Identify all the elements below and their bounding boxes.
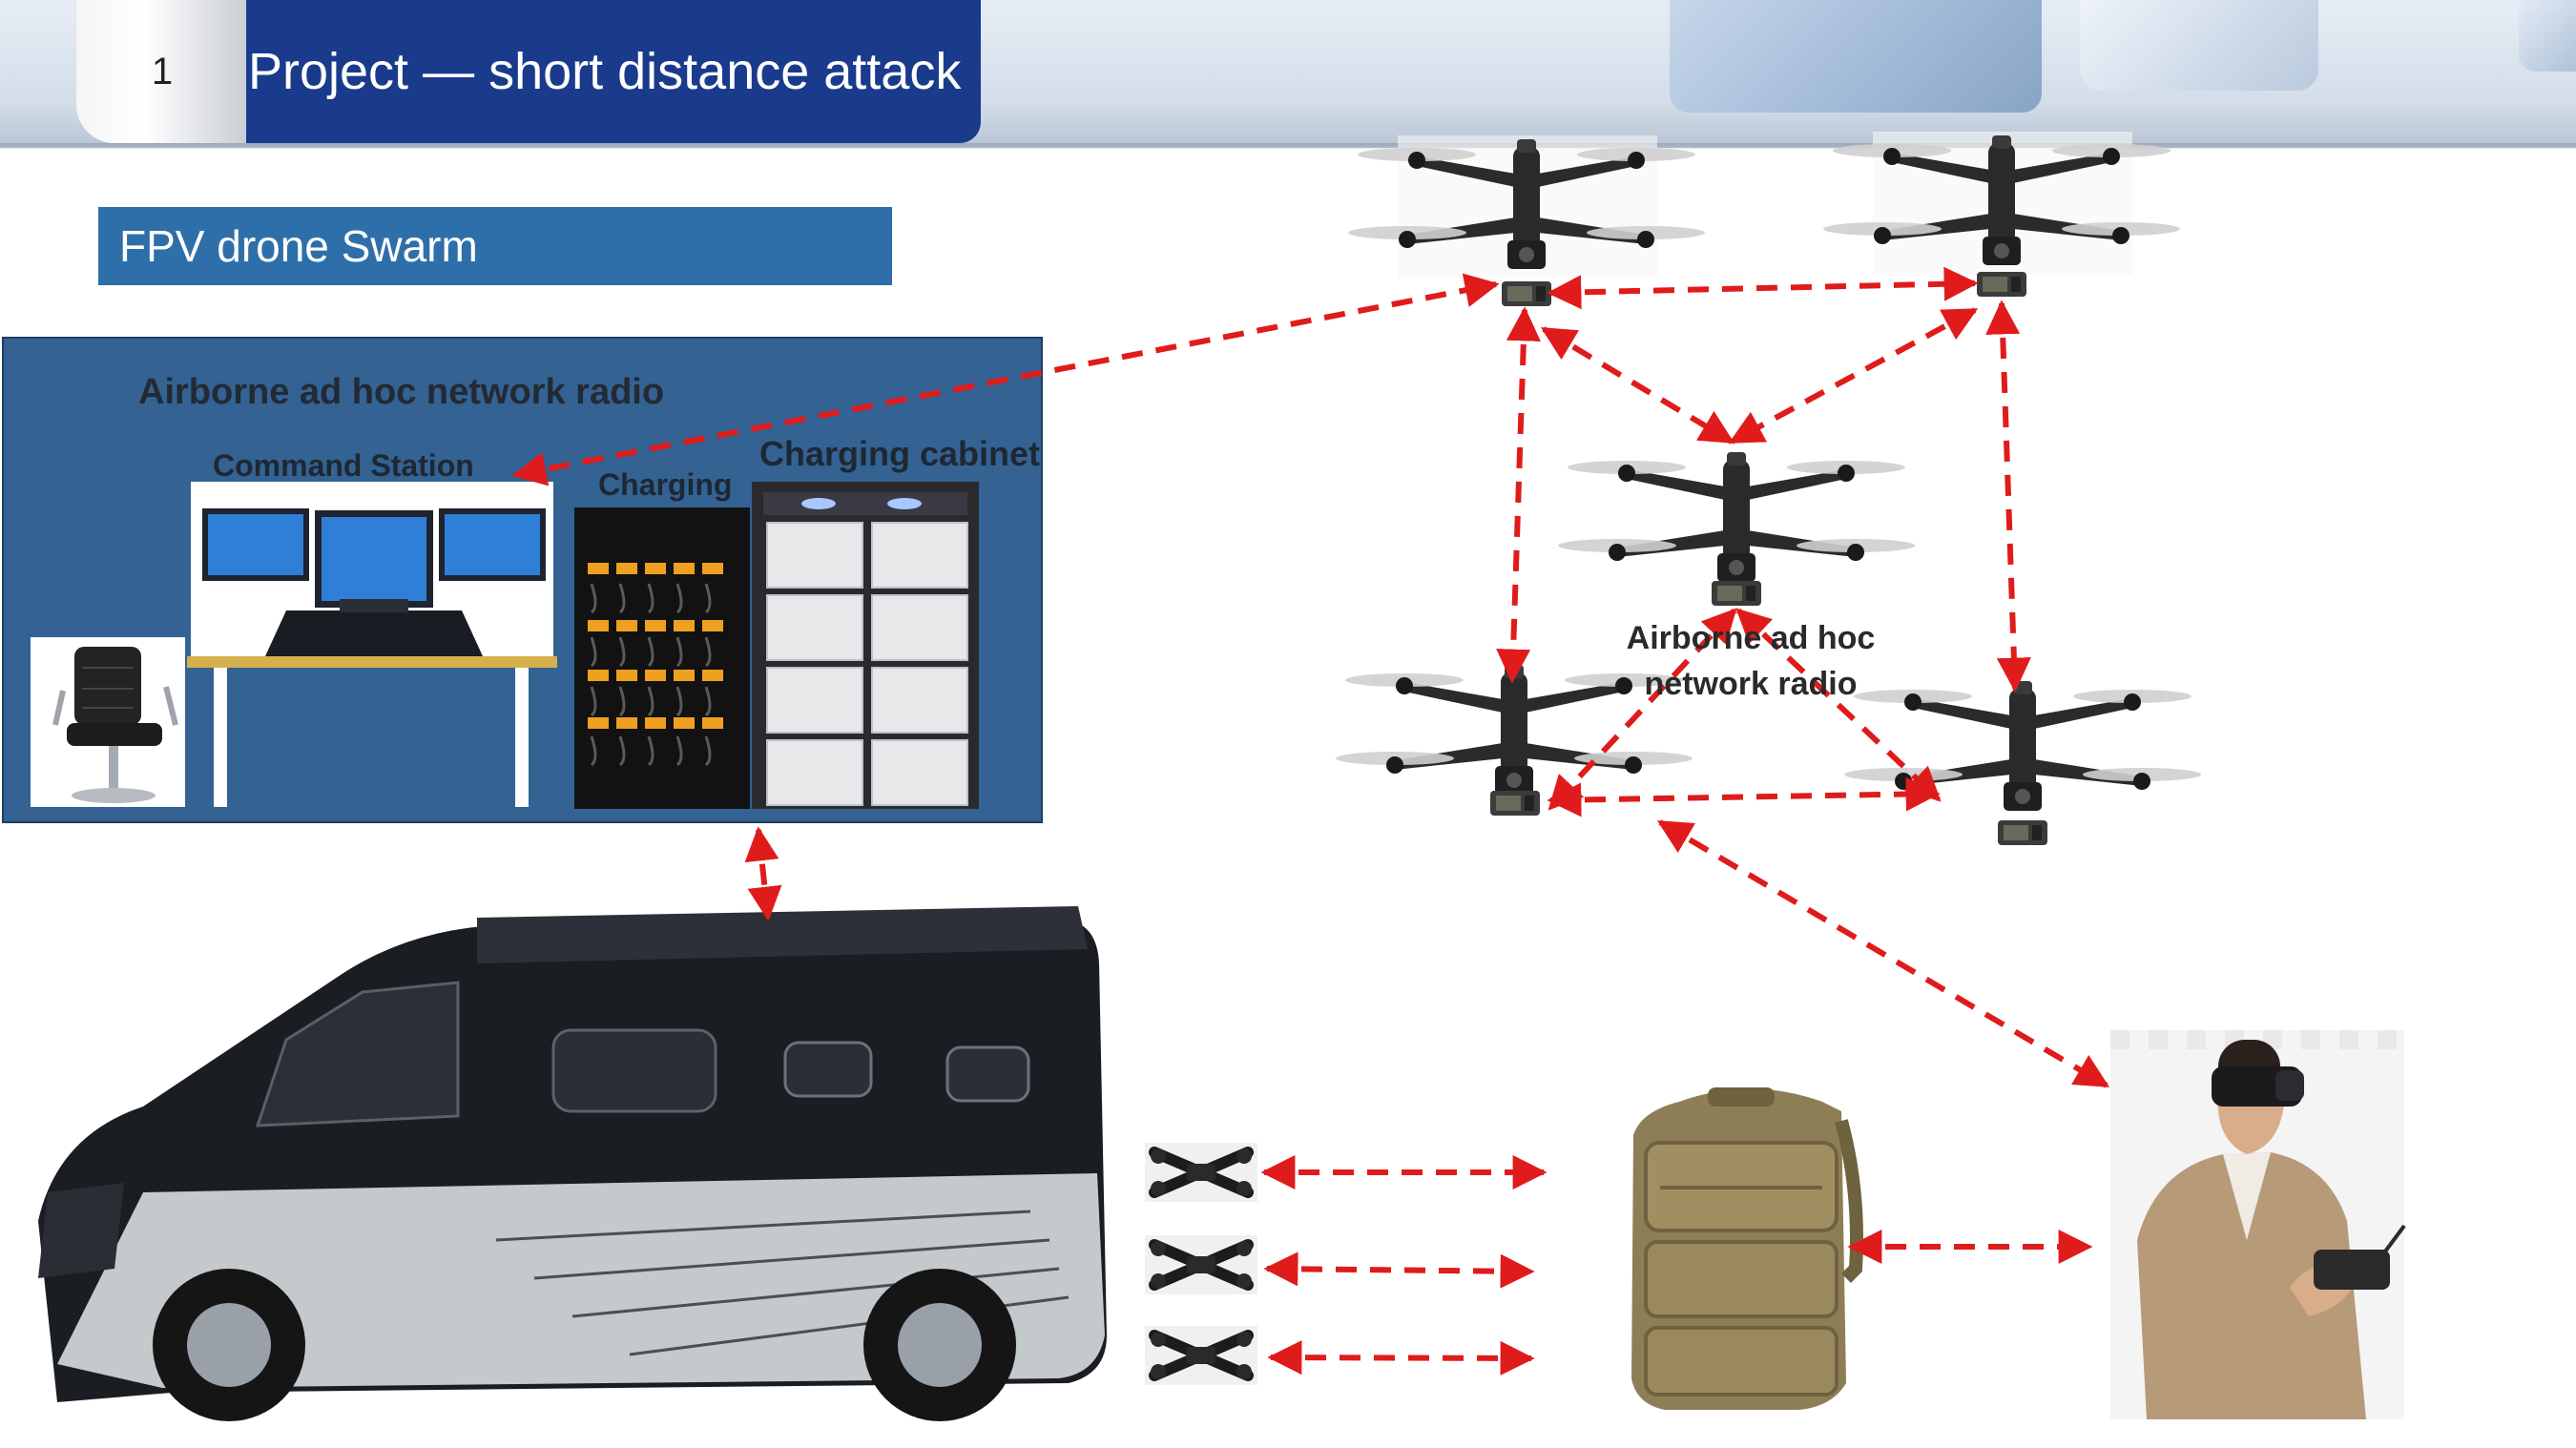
link-arrow <box>1547 776 1941 817</box>
header-decoration <box>2080 0 2318 91</box>
link-arrow <box>1267 1340 1535 1376</box>
office-chair-icon <box>31 637 185 807</box>
slide-number: 1 <box>76 0 248 143</box>
radio-module-icon <box>1998 820 2047 845</box>
header-shadow <box>0 143 2576 151</box>
command-van-icon <box>5 892 1164 1426</box>
radio-module-icon <box>1502 281 1551 306</box>
fpv-drone-icon <box>1348 135 1705 279</box>
swarm-radio-label-line2: network radio <box>1644 666 1858 702</box>
charging-label: Charging <box>598 467 733 502</box>
header-decoration <box>2519 0 2576 72</box>
swarm-radio-label-line1: Airborne ad hoc <box>1626 620 1876 656</box>
folded-drone-icon <box>1145 1326 1257 1385</box>
fpv-drone-icon <box>1823 132 2180 275</box>
radio-module-icon <box>1712 581 1761 606</box>
charging-cabinet-icon <box>752 482 979 809</box>
fpv-drone-icon <box>1844 681 2201 811</box>
charging-cabinet-label: Charging cabinet <box>759 434 1041 473</box>
radio-module-icon <box>1490 791 1540 816</box>
link-arrow <box>1496 306 1541 684</box>
link-arrow <box>1728 307 1979 445</box>
link-arrow <box>511 273 1500 486</box>
link-arrow <box>1656 819 2110 1088</box>
link-arrow <box>1735 608 1942 802</box>
swarm-radio-label: Airborne ad hoc network radio <box>1617 615 1884 707</box>
link-arrow <box>1263 1251 1535 1289</box>
slide-title: Project — short distance attack <box>246 0 981 143</box>
charging-rack-icon <box>574 507 750 809</box>
command-station-label: Command Station <box>213 448 474 483</box>
section-label: FPV drone Swarm <box>98 207 892 285</box>
folded-drone-icon <box>1145 1235 1257 1294</box>
header-decoration <box>1670 0 2042 113</box>
airborne-radio-label: Airborne ad hoc network radio <box>138 372 665 412</box>
pilot-with-goggles-icon <box>2110 1030 2406 1419</box>
link-arrow <box>1548 608 1737 811</box>
fpv-drone-icon <box>1558 452 1915 582</box>
laptop-command-station-icon <box>187 482 557 807</box>
link-arrow <box>744 826 782 921</box>
backpack-icon <box>1631 1087 1863 1410</box>
link-arrow <box>1540 326 1735 445</box>
link-arrow <box>1547 266 1979 310</box>
folded-drone-icon <box>1145 1143 1257 1202</box>
link-arrow <box>1985 300 2031 693</box>
radio-module-icon <box>1977 272 2026 297</box>
